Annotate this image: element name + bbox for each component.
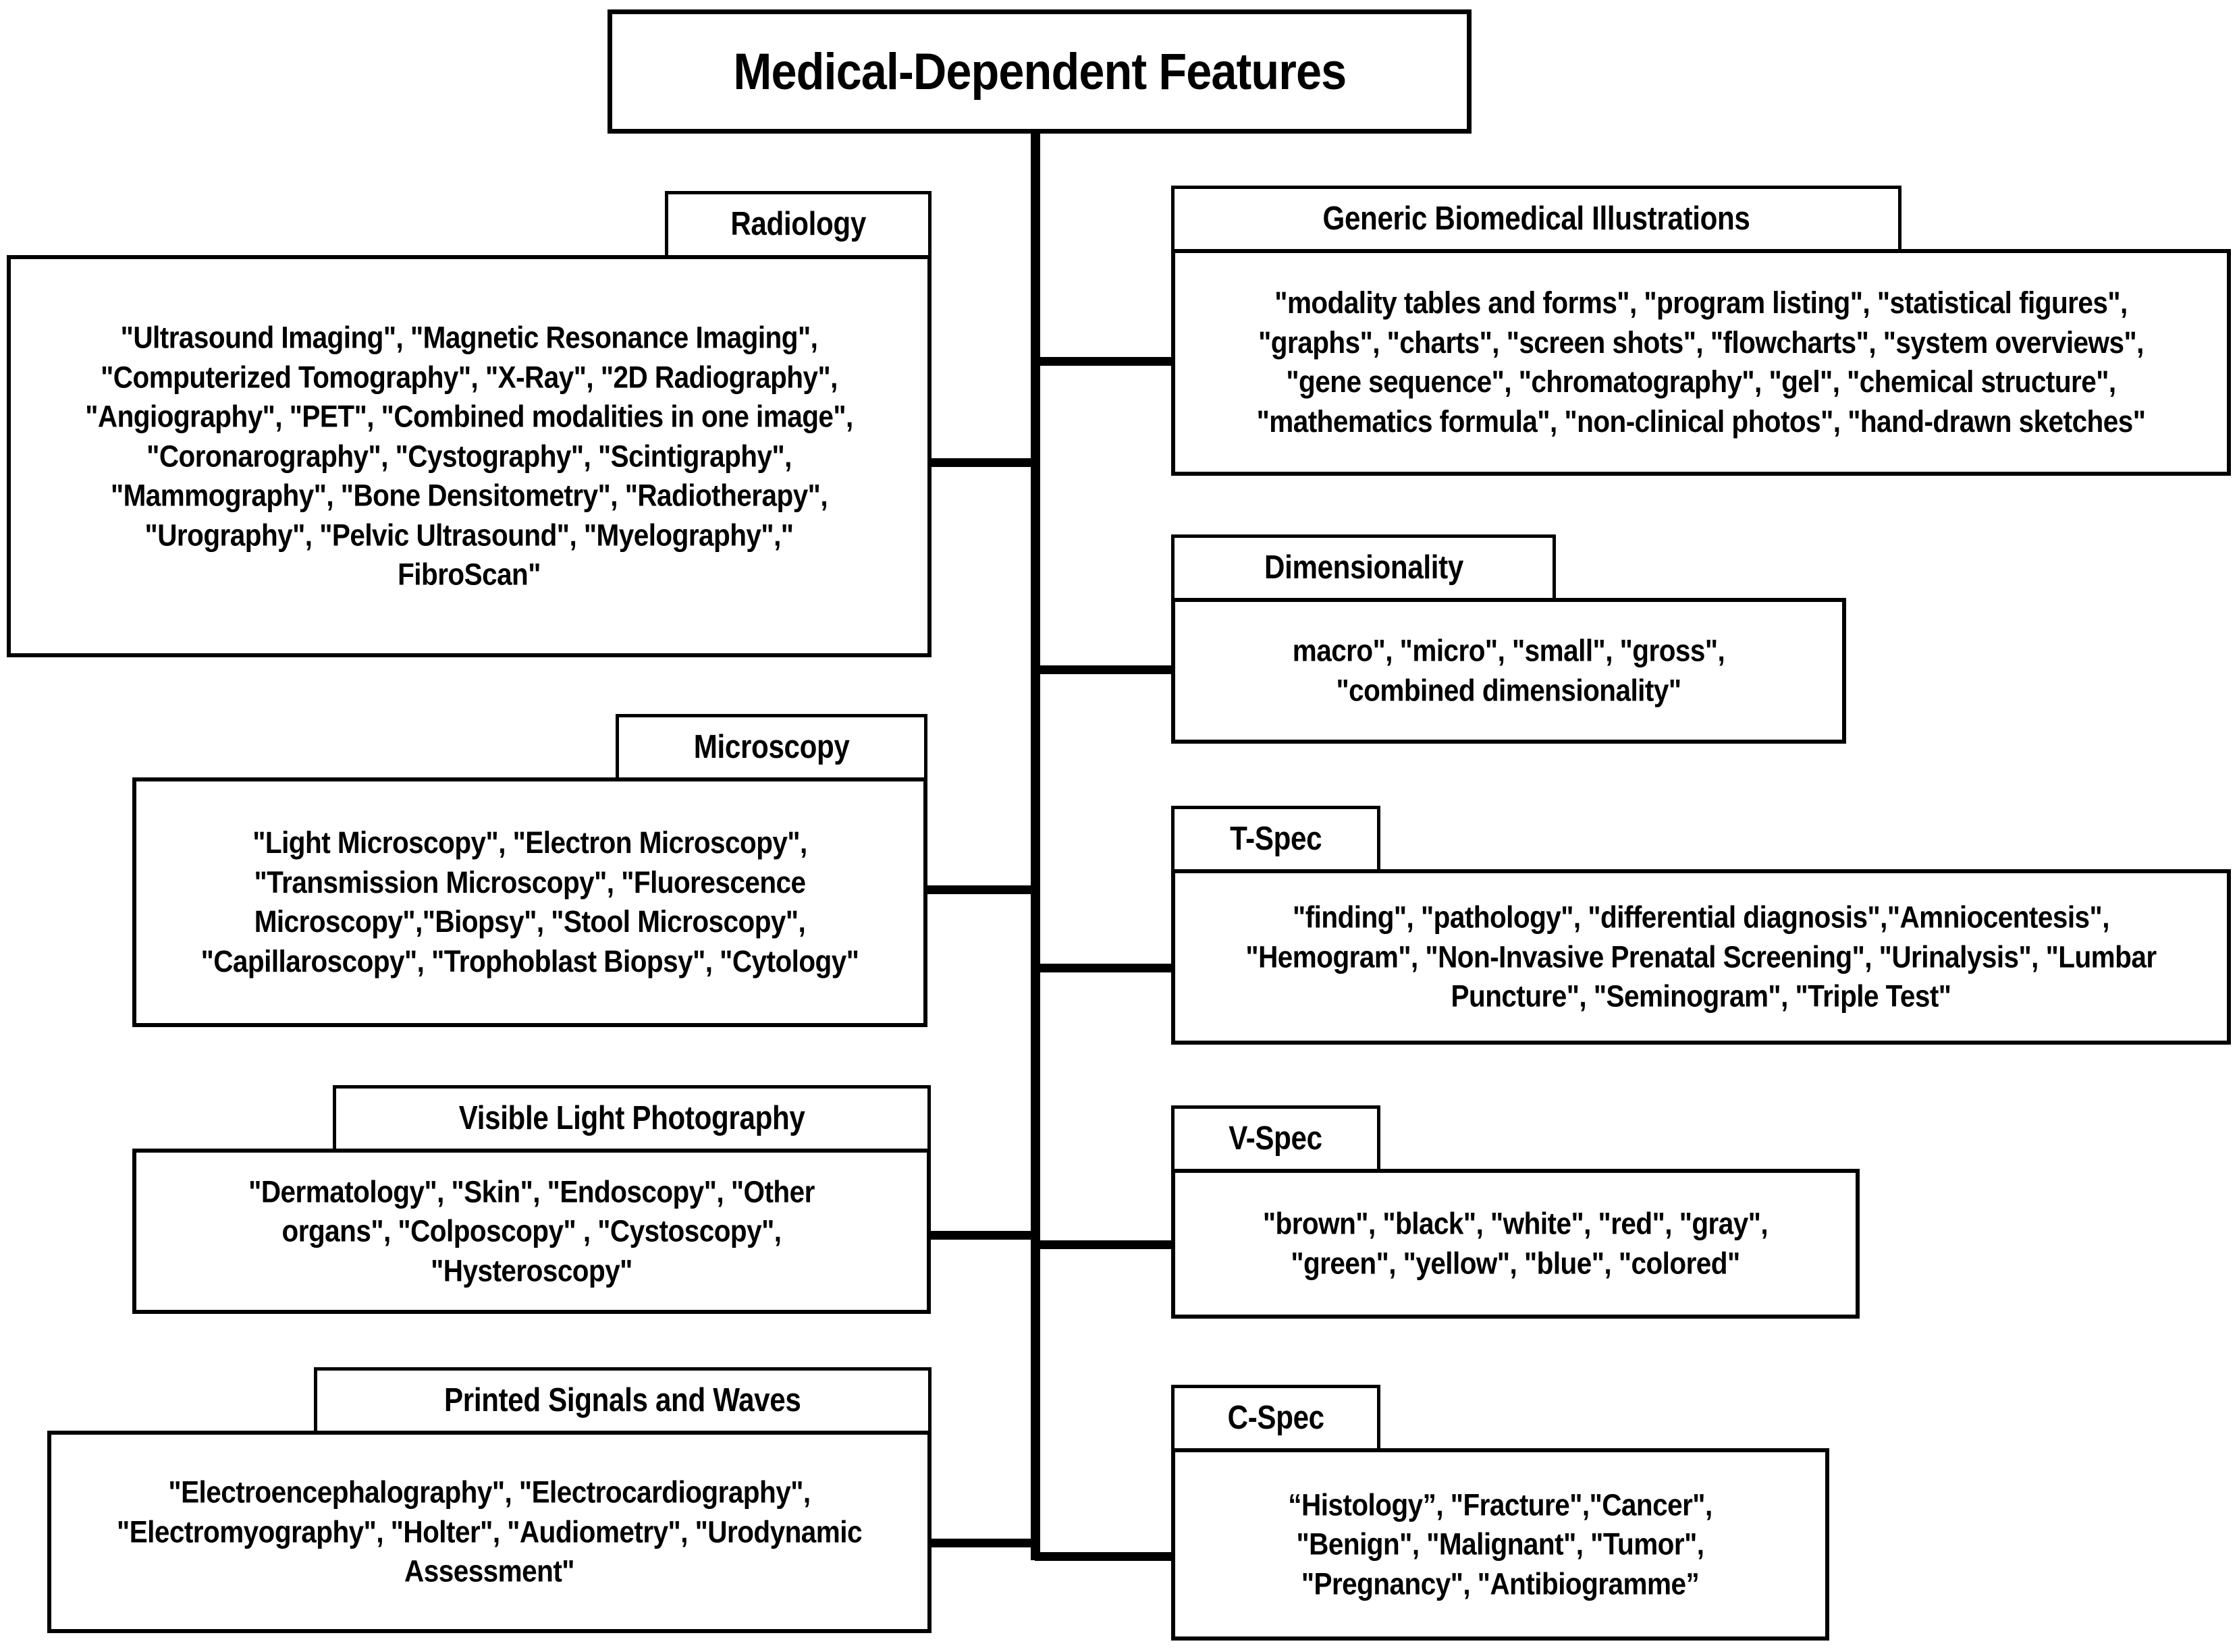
branch-body-text: "modality tables and forms", "program li…	[1256, 285, 2146, 439]
branch-body-text: "finding", "pathology", "differential di…	[1245, 900, 2157, 1014]
connector-microscopy	[917, 885, 1036, 894]
branch-body-dimensionality: macro", "micro", "small", "gross", "comb…	[1171, 598, 1846, 744]
branch-header-radiology[interactable]: Radiology	[665, 191, 932, 258]
branch-header-microscopy[interactable]: Microscopy	[616, 714, 927, 781]
branch-header-label: Radiology	[730, 206, 866, 243]
branch-body-text: "Electroencephalography", "Electrocardio…	[117, 1475, 862, 1589]
spine-vertical-main	[1031, 132, 1040, 1560]
branch-header-t-spec[interactable]: T-Spec	[1171, 806, 1380, 873]
connector-c-spec	[1035, 1552, 1173, 1561]
branch-header-label: Printed Signals and Waves	[444, 1382, 801, 1419]
branch-body-radiology: "Ultrasound Imaging", "Magnetic Resonanc…	[7, 255, 932, 657]
branch-header-label: Generic Biomedical Illustrations	[1322, 200, 1750, 238]
connector-radiology	[921, 458, 1036, 467]
branch-header-label: C-Spec	[1227, 1400, 1324, 1437]
connector-generic-biomedical-illustrations	[1035, 357, 1173, 366]
branch-header-visible-light-photography[interactable]: Visible Light Photography	[333, 1085, 931, 1153]
branch-body-text: "Dermatology", "Skin", "Endoscopy", "Oth…	[248, 1174, 815, 1288]
branch-body-t-spec: "finding", "pathology", "differential di…	[1171, 869, 2231, 1045]
branch-header-printed-signals-and-waves[interactable]: Printed Signals and Waves	[314, 1367, 932, 1435]
branch-body-text: "Ultrasound Imaging", "Magnetic Resonanc…	[85, 320, 853, 592]
branch-body-v-spec: "brown", "black", "white", "red", "gray"…	[1171, 1169, 1860, 1319]
root-title-box: Medical-Dependent Features	[608, 9, 1472, 134]
branch-header-label: T-Spec	[1229, 821, 1322, 858]
branch-body-generic-biomedical-illustrations: "modality tables and forms", "program li…	[1171, 249, 2231, 476]
branch-header-v-spec[interactable]: V-Spec	[1171, 1105, 1380, 1173]
branch-body-c-spec: “Histology”, "Fracture","Cancer", "Benig…	[1171, 1448, 1829, 1641]
page-title: Medical-Dependent Features	[733, 43, 1347, 101]
branch-header-dimensionality[interactable]: Dimensionality	[1171, 534, 1556, 602]
connector-printed-signals-and-waves	[930, 1539, 1036, 1547]
branch-body-text: “Histology”, "Fracture","Cancer", "Benig…	[1288, 1487, 1712, 1601]
branch-body-text: "brown", "black", "white", "red", "gray"…	[1262, 1206, 1769, 1281]
branch-header-label: V-Spec	[1229, 1120, 1323, 1157]
branch-header-label: Visible Light Photography	[458, 1100, 805, 1137]
branch-body-microscopy: "Light Microscopy", "Electron Microscopy…	[132, 777, 927, 1027]
branch-header-label: Dimensionality	[1264, 549, 1463, 586]
connector-t-spec	[1035, 964, 1173, 972]
branch-header-generic-biomedical-illustrations[interactable]: Generic Biomedical Illustrations	[1171, 186, 1901, 253]
branch-header-label: Microscopy	[693, 729, 850, 766]
branch-body-printed-signals-and-waves: "Electroencephalography", "Electrocardio…	[47, 1431, 932, 1633]
branch-body-text: macro", "micro", "small", "gross", "comb…	[1292, 633, 1725, 708]
branch-body-visible-light-photography: "Dermatology", "Skin", "Endoscopy", "Oth…	[132, 1149, 931, 1314]
connector-v-spec	[1035, 1240, 1173, 1249]
branch-body-text: "Light Microscopy", "Electron Microscopy…	[200, 825, 859, 979]
branch-header-c-spec[interactable]: C-Spec	[1171, 1385, 1380, 1452]
connector-visible-light-photography	[917, 1231, 1036, 1240]
connector-dimensionality	[1035, 665, 1173, 674]
